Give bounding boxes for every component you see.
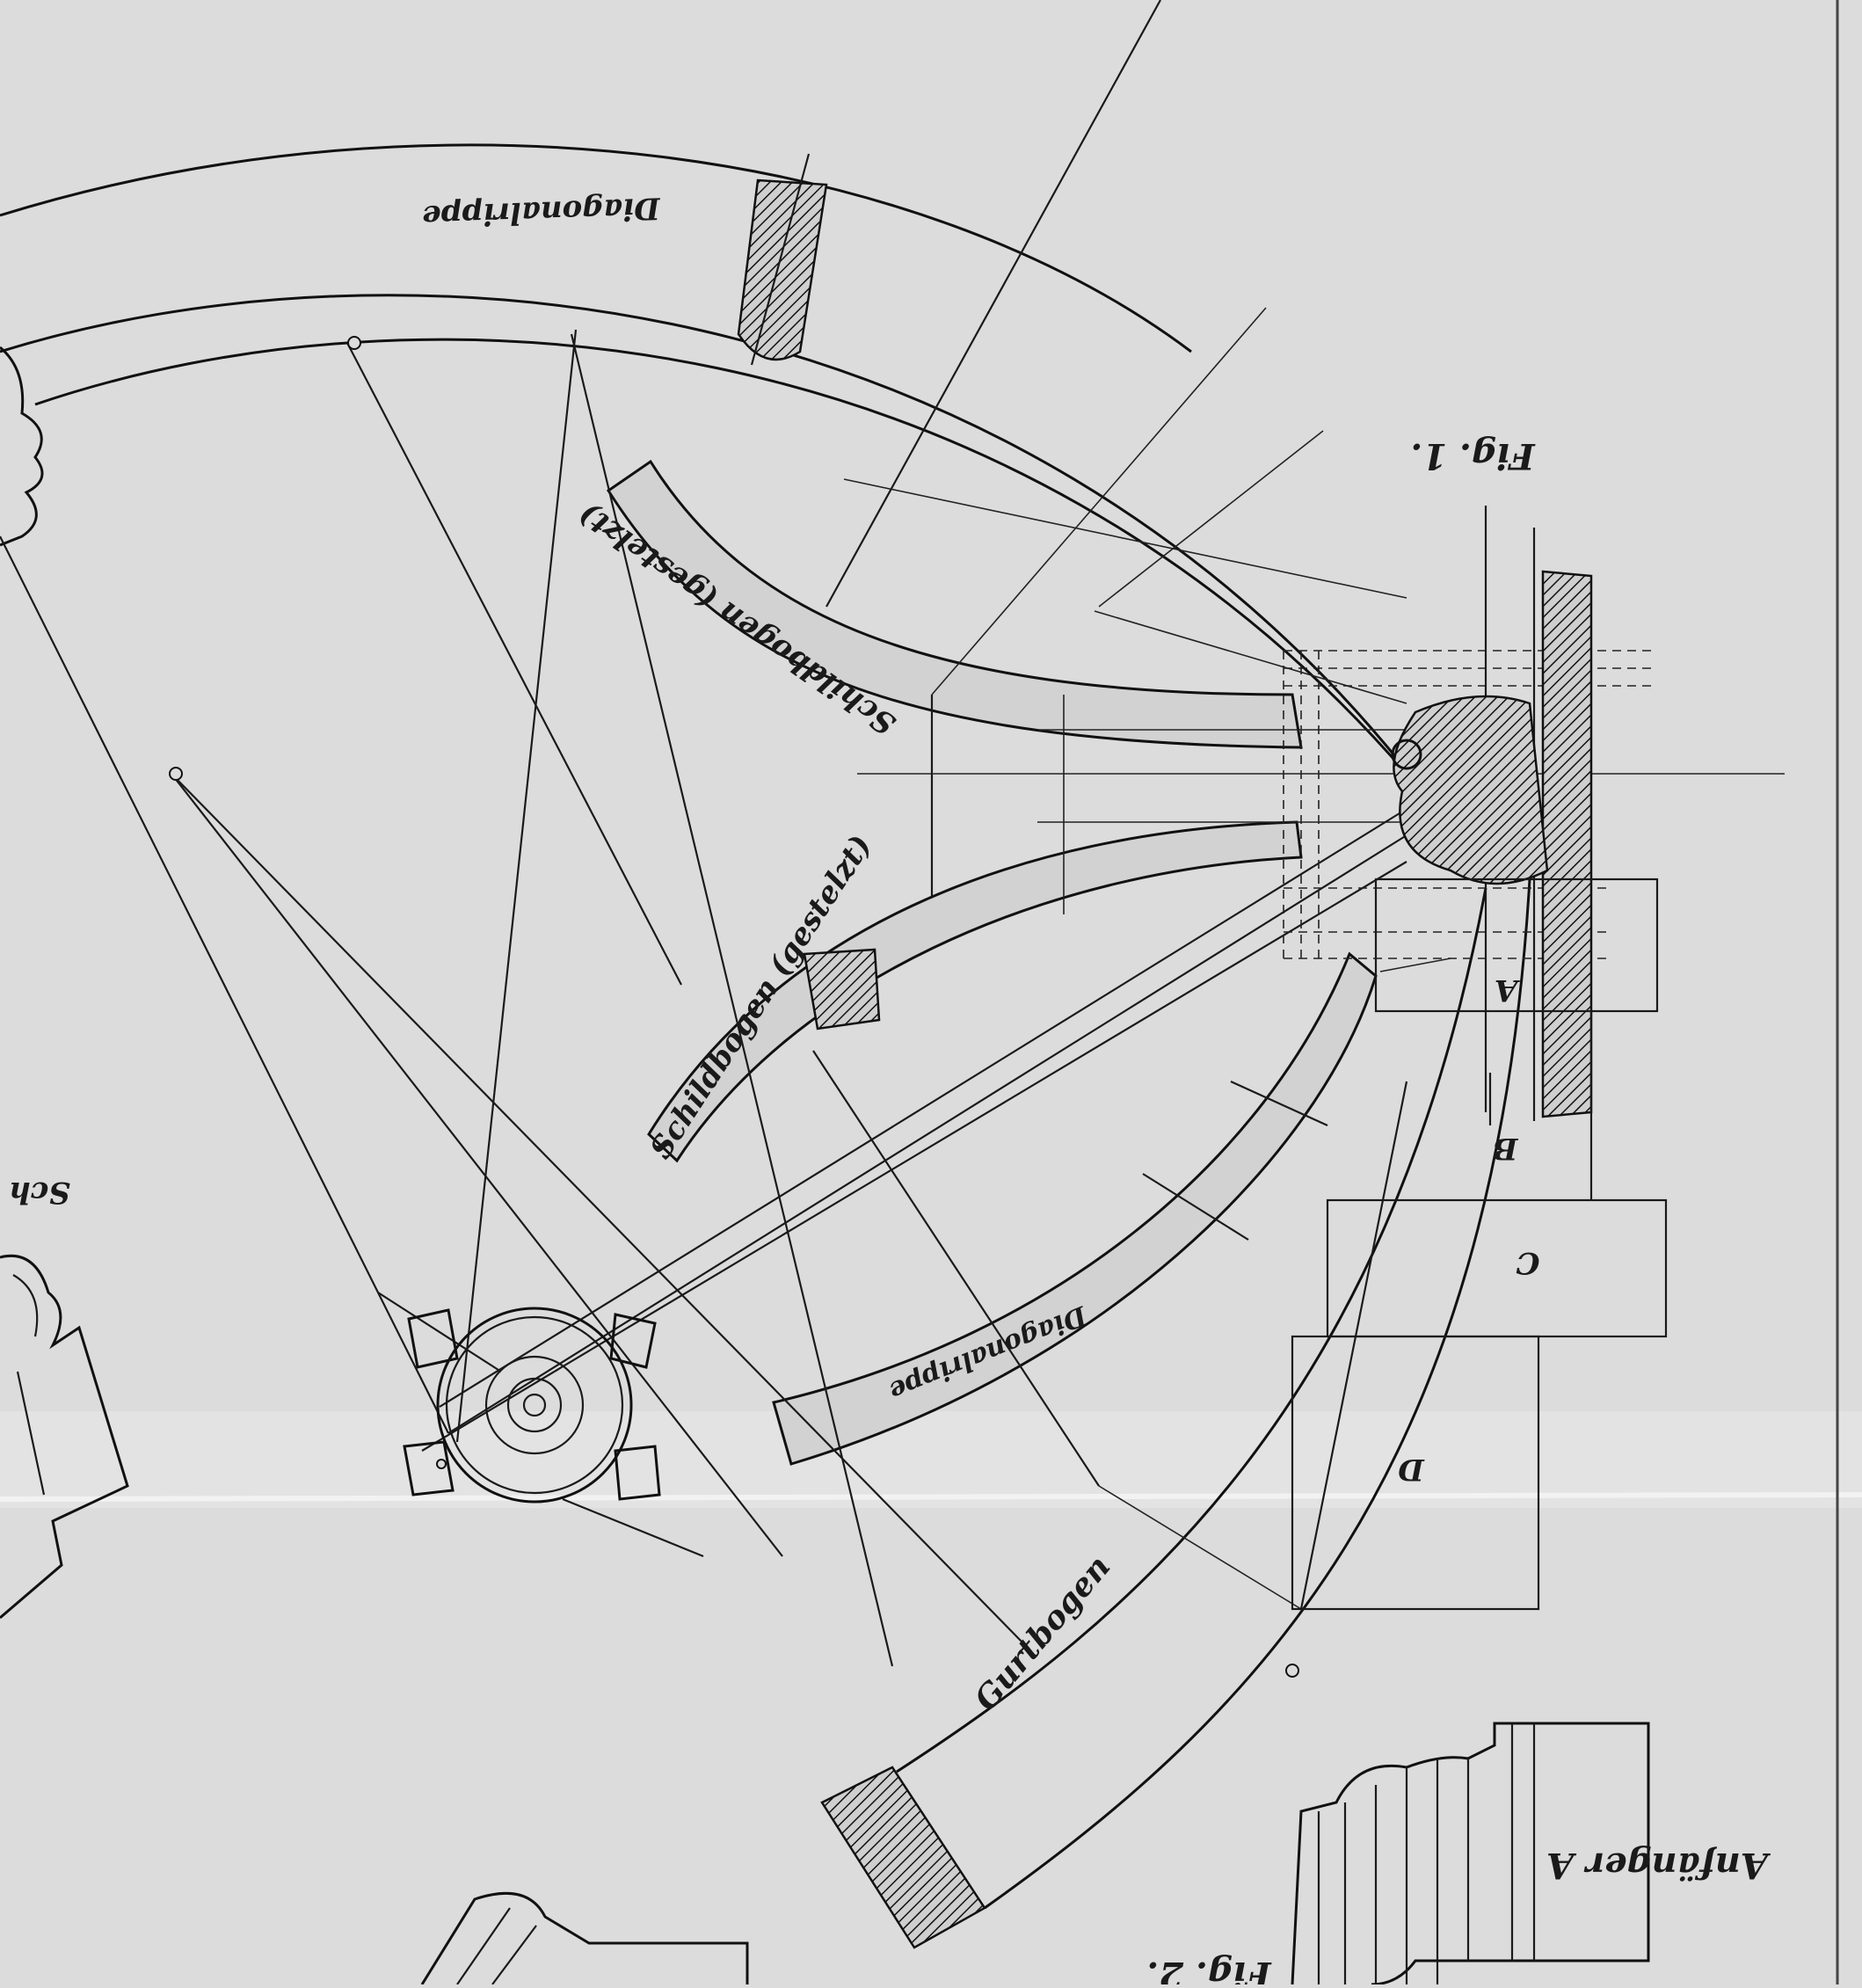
label-fig2: Fig. 2. <box>1146 1954 1271 1984</box>
label-fig1: Fig. 1. <box>1410 435 1535 477</box>
gurtbogen-section-hatch <box>820 1766 986 1949</box>
label-letter-d: D <box>1398 1452 1425 1487</box>
paper-fold <box>0 1411 1862 1508</box>
label-schildbogen-top: Schildbogen (gestelzt) <box>572 496 902 741</box>
label-anfanger-a: Anfänger A <box>1546 1845 1771 1886</box>
label-diagonalrippe-top: Diagonalrippe <box>421 190 661 233</box>
fig2-profile <box>1291 1722 1650 1986</box>
schildbogen-bottom-band <box>647 820 1303 1163</box>
center-marker <box>347 336 361 350</box>
schildbogen-section-hatch <box>803 948 881 1030</box>
label-gurtbogen: Gurtbogen <box>967 1548 1117 1717</box>
center-marker <box>436 1459 447 1469</box>
capital-section-hatch <box>1393 695 1549 885</box>
diagonalrippe-section-hatch <box>737 178 828 361</box>
label-edge-fragment: Sch <box>9 1175 70 1210</box>
diagonalrippe-bottom-band <box>772 951 1378 1466</box>
keystone-boss <box>403 1307 661 1504</box>
left-profile-fragment <box>0 1254 129 1620</box>
construction-lines <box>0 0 1785 1667</box>
center-marker <box>1285 1664 1299 1678</box>
label-letter-b: B <box>1493 1131 1519 1166</box>
gurtbogen-band <box>820 878 1531 1949</box>
center-marker <box>169 767 183 781</box>
diagonalrippe-top-band <box>0 143 1408 775</box>
left-ornament <box>0 346 44 547</box>
schildbogen-top-band <box>606 459 1303 950</box>
label-diagonalrippe-bottom: Diagonalrippe <box>884 1299 1091 1406</box>
wall-and-blocks <box>1291 506 1668 1611</box>
label-letter-c: C <box>1516 1245 1539 1280</box>
label-letter-a: A <box>1495 972 1520 1008</box>
wall-section-hatch <box>1541 570 1593 1118</box>
lower-profile-fragment <box>420 1891 749 1985</box>
